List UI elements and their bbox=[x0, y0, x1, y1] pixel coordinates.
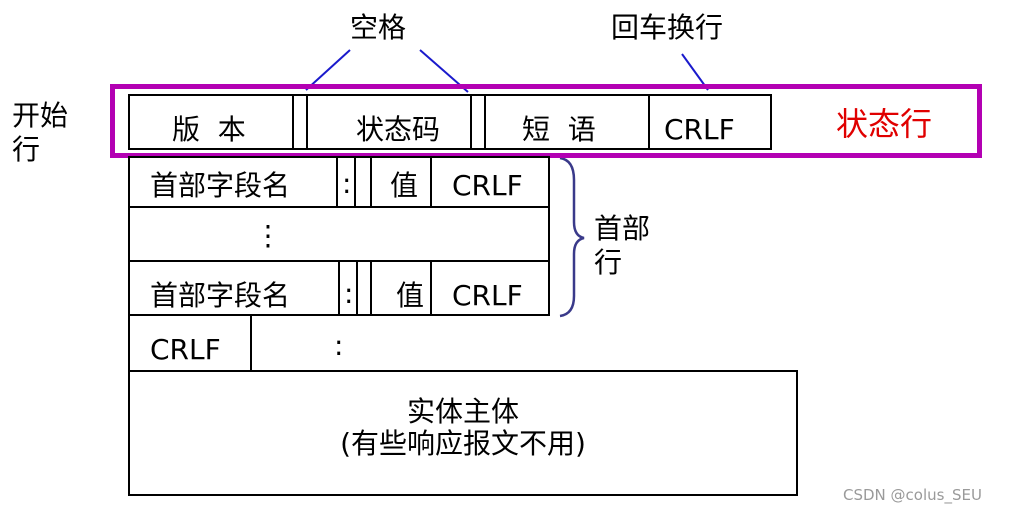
blank-colon: : bbox=[334, 329, 344, 362]
crlf-h2: CRLF bbox=[452, 279, 523, 312]
header-name-1: 首部字段名 bbox=[150, 169, 291, 202]
value-2: 值 bbox=[396, 279, 425, 312]
crlf-cell-status: CRLF bbox=[648, 94, 772, 150]
crlf-top-label: 回车换行 bbox=[611, 11, 724, 44]
crlf-status-text: CRLF bbox=[664, 113, 735, 146]
space-label: 空格 bbox=[350, 11, 407, 44]
entity-body-note: (有些响应报文不用) bbox=[340, 427, 586, 460]
space-pointer-left bbox=[305, 49, 351, 91]
colon-cell-2: : bbox=[338, 260, 358, 316]
watermark: CSDN @colus_SEU bbox=[843, 486, 982, 504]
ellipsis: ⋮ bbox=[254, 219, 282, 252]
crlf-h1: CRLF bbox=[452, 169, 523, 202]
blank-crlf-cell: CRLF bbox=[128, 314, 252, 372]
header-ellipsis-row: ⋮ bbox=[128, 206, 550, 262]
header-name-cell-2: 首部字段名 bbox=[128, 260, 340, 316]
status-code-cell: 状态码 bbox=[306, 94, 472, 150]
status-line-box bbox=[110, 84, 982, 158]
crlf-cell-h1: CRLF bbox=[430, 156, 550, 208]
colon-1: : bbox=[342, 167, 352, 200]
header-lines-label: 首部 行 bbox=[594, 212, 651, 279]
start-line-label: 开始 行 bbox=[12, 99, 69, 166]
value-cell-1: 值 bbox=[370, 156, 432, 208]
crlf-cell-h2: CRLF bbox=[430, 260, 550, 316]
entity-body-title: 实体主体 bbox=[406, 395, 519, 428]
header-name-2: 首部字段名 bbox=[150, 279, 291, 312]
phrase-text: 短 语 bbox=[522, 113, 596, 146]
version-text: 版 本 bbox=[172, 113, 246, 146]
entity-body-cell: 实体主体 (有些响应报文不用) bbox=[128, 370, 798, 496]
status-code-text: 状态码 bbox=[356, 113, 441, 146]
colon-cell-1: : bbox=[336, 156, 356, 208]
value-cell-2: 值 bbox=[370, 260, 432, 316]
header-name-cell-1: 首部字段名 bbox=[128, 156, 338, 208]
phrase-cell: 短 语 bbox=[484, 94, 650, 150]
status-line-label: 状态行 bbox=[836, 105, 933, 143]
colon-2: : bbox=[344, 277, 354, 310]
blank-crlf: CRLF bbox=[150, 333, 221, 366]
value-1: 值 bbox=[390, 169, 419, 202]
header-brace bbox=[559, 156, 585, 318]
